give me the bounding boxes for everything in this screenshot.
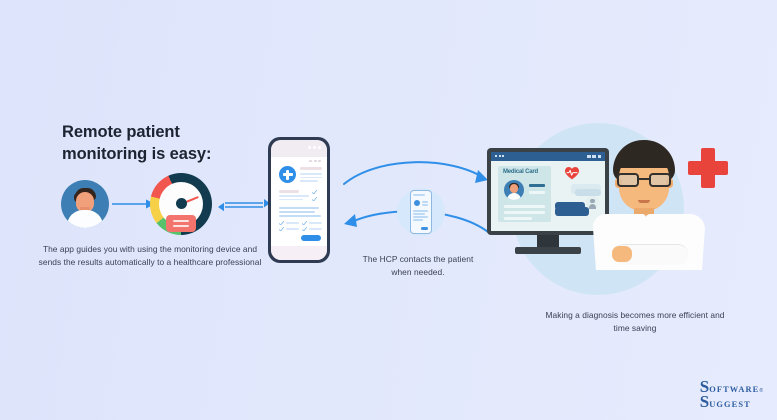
window-buttons-icon[interactable] (587, 154, 601, 158)
chat-bubble-icon (575, 189, 601, 196)
heartbeat-icon (565, 167, 579, 180)
eyeglasses-icon (617, 173, 671, 187)
checkmark-icon (279, 227, 284, 231)
red-medical-cross-icon (688, 148, 728, 188)
avatar-body (67, 210, 103, 228)
medical-card-panel: Medical Card (498, 166, 551, 222)
double-arrow-icon (218, 199, 270, 212)
checkmark-icon (312, 197, 317, 201)
chat-bubble-icon (555, 207, 589, 216)
gauge-device-icon (150, 173, 212, 235)
checkmark-icon (302, 221, 307, 225)
doctor-illustration (588, 140, 712, 270)
primary-action-button[interactable] (301, 235, 321, 241)
monitor-stand-base (515, 247, 581, 254)
logo-line-2: S UGGEST (699, 392, 763, 412)
monitor-screen: Medical Card (491, 152, 605, 231)
three-dots-icon[interactable] (308, 146, 321, 149)
phone-bottom-bar (271, 246, 327, 260)
logo-s-1: S (699, 376, 710, 396)
window-titlebar (491, 152, 605, 161)
phone-content-card (271, 157, 327, 246)
phone-screen (271, 140, 327, 260)
logo-oftware: OFTWARE (709, 384, 760, 394)
mini-phone-screen (411, 191, 431, 233)
phone-status-icons (309, 160, 321, 162)
doctor-crossed-arms (614, 244, 688, 265)
gauge-base (166, 215, 196, 232)
gauge-base-line (173, 220, 189, 222)
patient-photo (504, 180, 524, 200)
patient-avatar-icon (61, 180, 109, 228)
mini-smartphone-icon[interactable] (410, 190, 432, 234)
checkmark-icon (279, 221, 284, 225)
doctor-hand (612, 246, 632, 262)
doctor-fringe (615, 148, 673, 168)
checkmark-icon (302, 227, 307, 231)
logo-uggest: UGGEST (709, 400, 751, 410)
caption-step-3: Making a diagnosis becomes more efficien… (545, 310, 725, 334)
caption-step-1: The app guides you with using the monito… (38, 244, 262, 268)
page-title: Remote patient monitoring is easy: (62, 122, 302, 166)
logo-s-2: S (699, 392, 710, 412)
medical-card-title: Medical Card (503, 169, 538, 175)
gauge-pivot (176, 198, 187, 209)
smartphone-app-icon[interactable] (268, 137, 330, 263)
doctor-mouth (638, 200, 650, 203)
headline-line-1: Remote patient (62, 123, 180, 141)
headline-line-2: monitoring is easy: (62, 144, 212, 163)
user-avatar-icon (586, 196, 599, 209)
caption-step-2: The HCP contacts the patient when needed… (362, 254, 474, 278)
phone-topbar (271, 140, 327, 157)
monitor-stand-neck (537, 235, 559, 249)
mini-phone-button[interactable] (421, 227, 429, 230)
mini-medical-cross-icon (414, 200, 421, 207)
curved-arrow-right-icon (343, 161, 485, 185)
desktop-monitor-icon: Medical Card (487, 148, 609, 258)
registered-trademark-icon: ® (759, 387, 763, 394)
logo-line-1: S OFTWARE ® (699, 376, 763, 396)
gauge-base-line (173, 225, 189, 227)
chat-bubble-icon (555, 202, 585, 210)
softwaresuggest-logo[interactable]: S OFTWARE ® S UGGEST (699, 376, 763, 412)
window-controls-icon[interactable] (495, 155, 505, 158)
medical-cross-icon (279, 166, 296, 183)
monitor-bezel: Medical Card (487, 148, 609, 235)
checkmark-icon (312, 190, 317, 194)
